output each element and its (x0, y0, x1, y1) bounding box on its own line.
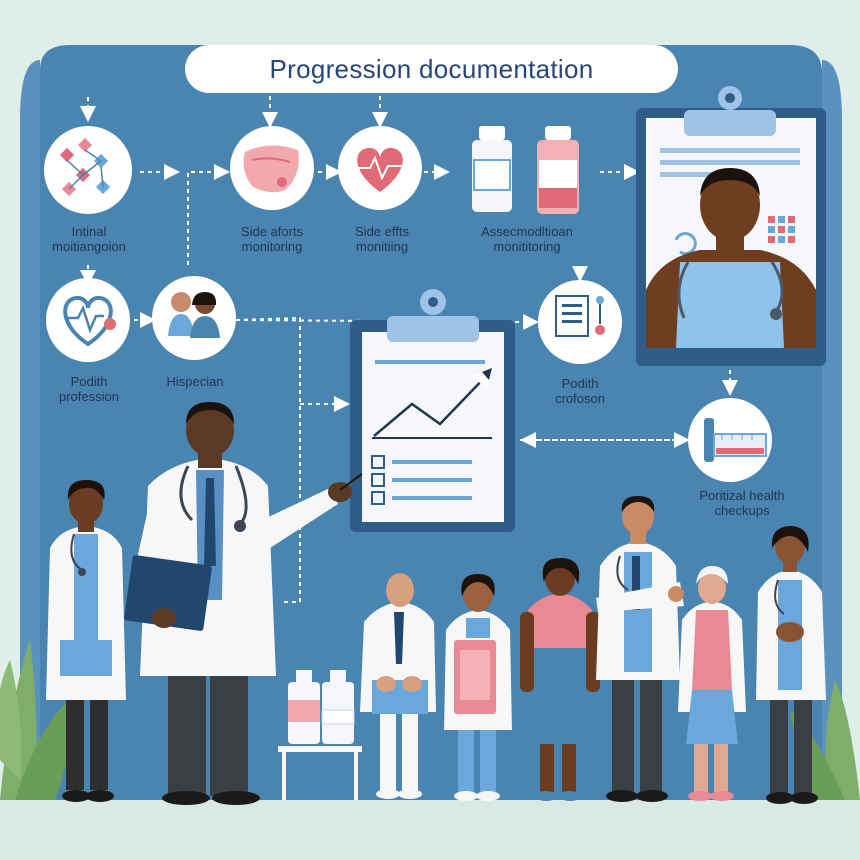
person-woman-pink (520, 558, 600, 801)
label-health-profession-left: Podith profession (59, 374, 119, 404)
doctor-portrait-clipboard (636, 86, 826, 366)
document-icon (555, 295, 605, 337)
label-initial-monitoring: Intinal moitiangoion (52, 224, 126, 254)
label-checkups: Poritizal health checkups (699, 488, 785, 518)
label-side-effects-2: Side effts monitiing (355, 224, 409, 254)
person-presenting-doctor (124, 402, 363, 805)
node-checkups (688, 398, 772, 482)
title-banner: Progression documentation (185, 45, 678, 93)
label-medication-monitoring: Assecmodltioan monititoring (481, 224, 573, 254)
person-nurse-left (46, 480, 126, 802)
node-side-effects-2 (338, 126, 422, 210)
node-side-effects-1 (230, 126, 314, 210)
person-bald-doctor (360, 573, 436, 799)
node-health-profession-right (538, 280, 622, 364)
node-health-profession-left (46, 278, 130, 362)
heart-pulse-icon (63, 295, 116, 347)
syringe-icon (704, 418, 767, 462)
label-health-profession-right: Podith crofoson (555, 376, 605, 406)
stomach-icon (243, 145, 299, 193)
progress-clipboard (350, 289, 515, 532)
label-side-effects-1: Side aforts monitoring (240, 224, 304, 254)
heart-rate-icon (357, 147, 403, 192)
person-doctor-right (756, 526, 826, 804)
medicine-table (278, 670, 362, 800)
person-elderly-woman (678, 566, 746, 801)
label-hispecian: Hispecian (166, 374, 224, 389)
people-icon (168, 292, 220, 338)
node-initial-monitoring (44, 126, 132, 214)
page-title: Progression documentation (269, 53, 594, 84)
plant-left (0, 640, 80, 800)
medicine-bottles-icon (472, 126, 579, 214)
person-woman-clipboard (444, 574, 512, 801)
node-hispecian (152, 276, 236, 360)
person-doctor-arms-crossed (596, 496, 684, 802)
